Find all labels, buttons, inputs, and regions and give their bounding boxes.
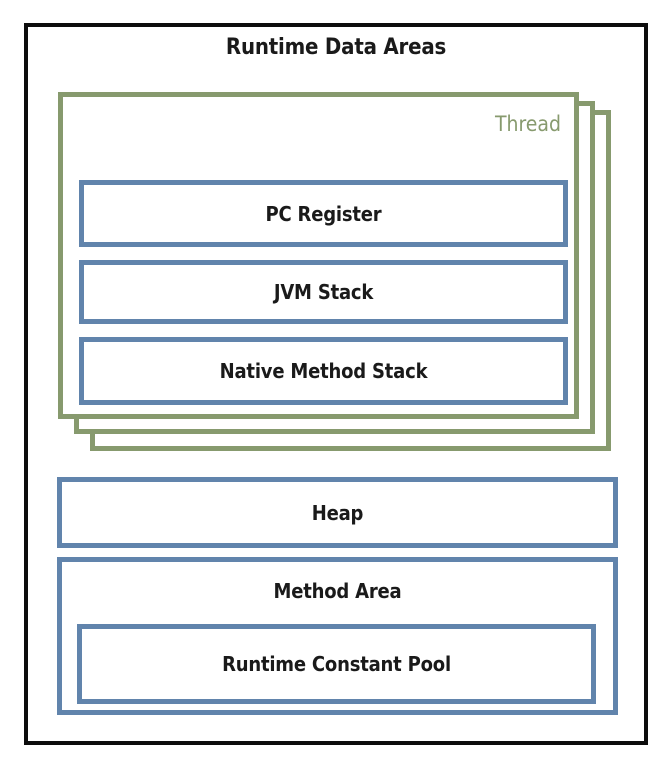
method-area-box: Method Area Runtime Constant Pool xyxy=(57,557,618,715)
runtime-constant-pool-label: Runtime Constant Pool xyxy=(222,652,451,676)
method-area-label: Method Area xyxy=(273,579,402,603)
page-title: Runtime Data Areas xyxy=(225,35,447,60)
heap-label: Heap xyxy=(311,500,364,525)
heap-box: Heap xyxy=(57,477,618,548)
runtime-constant-pool-box: Runtime Constant Pool xyxy=(77,624,596,704)
